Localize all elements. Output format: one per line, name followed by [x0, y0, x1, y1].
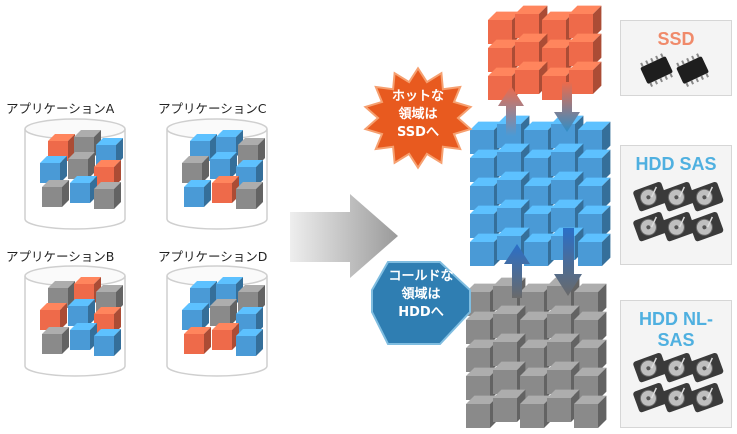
cold-callout-text: コールドな 領域は HDDへ [388, 269, 454, 320]
ssd-chip-icon [640, 53, 709, 87]
hard-disk-icon [689, 211, 724, 242]
hard-disk-icon [689, 181, 724, 212]
app-cube [94, 182, 121, 209]
tier-box-hdd-nl-sas: HDD NL- SAS [620, 300, 732, 428]
app-cube [210, 299, 237, 326]
tier-cube [578, 233, 611, 266]
cylinder-body [24, 129, 126, 230]
hard-disk-icon [633, 352, 668, 383]
tier-cube [574, 395, 607, 428]
app-cube [68, 152, 95, 179]
ssd-tier-cubes [488, 5, 602, 100]
hard-disk-icon [661, 181, 696, 212]
tier-cube [574, 283, 607, 316]
hard-disk-icon [633, 352, 724, 413]
hot-callout-text: ホットな 領域は SSDへ [391, 89, 444, 140]
app-cube [182, 303, 209, 330]
tier-cube [466, 367, 499, 400]
tier-label-ssd: SSD [657, 29, 695, 49]
tier-box-ssd: SSD [620, 20, 732, 96]
tier-label-hdd-sas: HDD SAS [635, 154, 717, 174]
app-cylinder-d [166, 265, 268, 377]
cylinder-body [166, 276, 268, 377]
app-cube [70, 323, 97, 350]
app-cube [42, 327, 69, 354]
tier-cube [569, 5, 602, 39]
app-cylinder-a [24, 118, 126, 230]
nlsas-tier-cubes [466, 277, 607, 428]
app-label-a: アプリケーションA [6, 101, 115, 116]
hard-disk-icon [689, 382, 724, 413]
tier-cube [578, 177, 611, 210]
app-cube [94, 329, 121, 356]
hard-disk-icon [661, 382, 696, 413]
hard-disk-icon [633, 181, 668, 212]
hard-disk-icon [661, 352, 696, 383]
app-cube [94, 160, 121, 187]
tier-cube [547, 305, 580, 338]
app-cylinder-c [166, 118, 268, 230]
tier-cube [569, 33, 602, 66]
hard-disk-icon [633, 181, 724, 242]
app-cube [210, 152, 237, 179]
app-cube [184, 180, 211, 207]
app-cube [68, 299, 95, 326]
cylinder-body [24, 276, 126, 377]
tier-cube [569, 61, 602, 94]
hard-disk-icon [661, 211, 696, 242]
tier-label-hdd-nl-sas: HDD NL- SAS [639, 309, 713, 350]
app-cube [42, 180, 69, 207]
tier-cube [493, 389, 526, 422]
app-label-d: アプリケーションD [158, 249, 268, 264]
ssd-chip-icon [676, 53, 709, 87]
app-cube [184, 327, 211, 354]
ssd-chip-icon [640, 53, 673, 87]
app-cube [236, 329, 263, 356]
app-cube [70, 176, 97, 203]
app-cylinder-b [24, 265, 126, 377]
cylinder-body [166, 129, 268, 230]
sas-tier-cubes [470, 115, 611, 266]
app-cube [236, 182, 263, 209]
app-label-c: アプリケーションC [158, 101, 267, 116]
app-label-b: アプリケーションB [6, 249, 115, 264]
app-cube [182, 156, 209, 183]
tier-box-hdd-sas: HDD SAS [620, 145, 732, 265]
hard-disk-icon [633, 382, 668, 413]
hard-disk-icon [689, 352, 724, 383]
app-cube [40, 156, 67, 183]
hard-disk-icon [633, 211, 668, 242]
app-cube [40, 303, 67, 330]
